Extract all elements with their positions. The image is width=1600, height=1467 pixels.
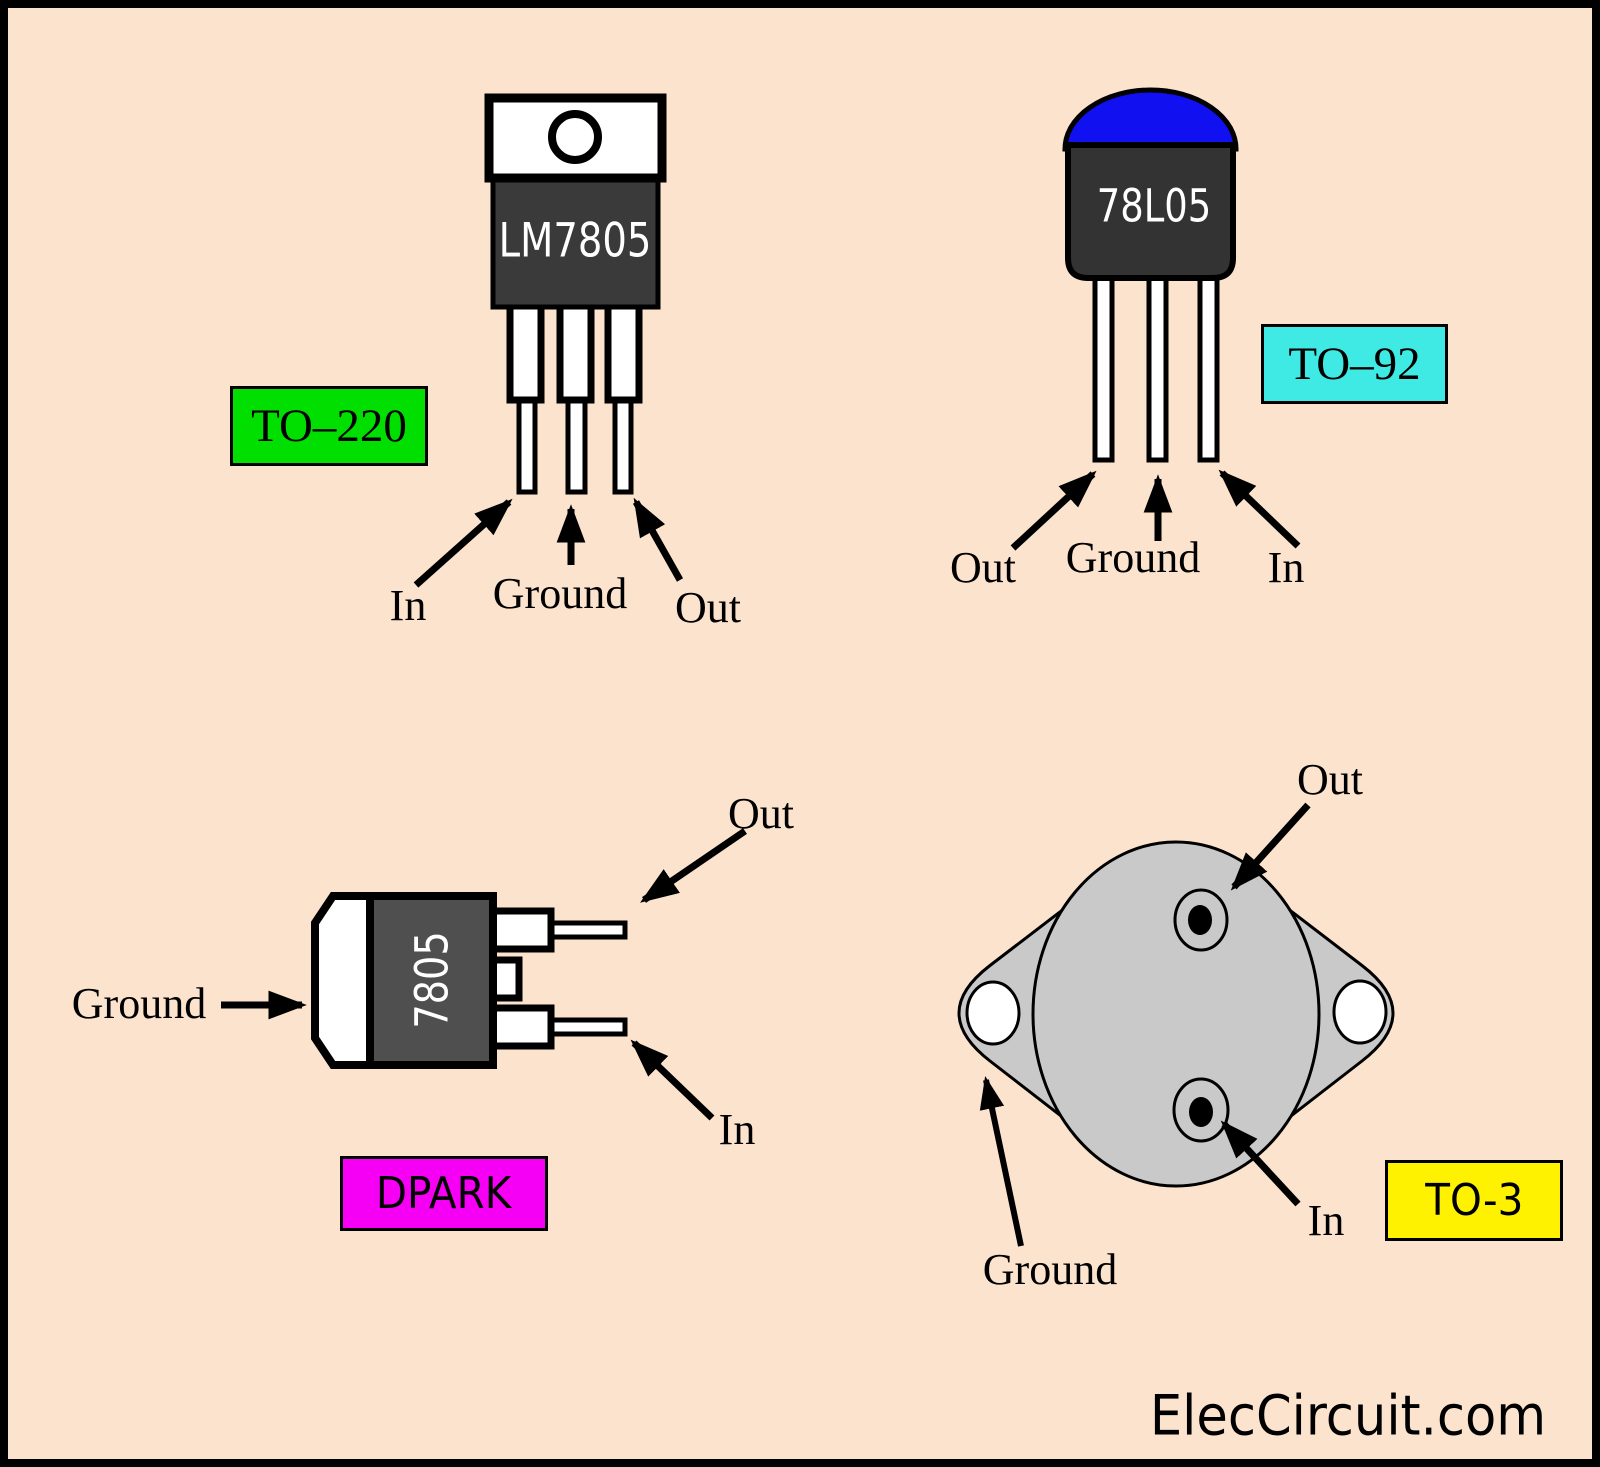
to220-in-arrow [413,498,513,588]
dpark-out-arrow [640,828,747,903]
to92-pin-arrows [1010,469,1301,551]
to220-pin-arrows [413,497,684,588]
to92-dome [1062,87,1239,152]
to92-badge-label: TO–92 [1288,337,1421,390]
to220-body [490,172,661,310]
to3-pin-arrows [979,802,1311,1247]
to220-out-arrow [632,497,684,582]
to220-package-graphic [484,93,667,495]
to3-ground-arrow [979,1075,1024,1247]
packages-drawing [221,87,1395,1247]
to92-legs [1092,273,1220,463]
to3-pin-in-post [1172,1077,1230,1143]
to3-mounting-hole-left [965,980,1021,1046]
to220-pin-label-out: Out [675,583,741,632]
to3-out-arrow [1230,802,1311,891]
to3-pin-out-post [1173,888,1229,952]
to3-mounting-hole-right [1332,979,1388,1045]
dpark-lead-tips [545,920,628,1037]
dpark-marking-text: 7805 [405,931,459,1029]
to92-pin-label-out: Out [950,543,1016,592]
to220-mounting-hole [548,110,602,164]
to92-marking-text: 78L05 [1096,179,1212,233]
to92-badge: TO–92 [1261,324,1448,404]
dpark-lead-roots [489,907,555,1050]
to92-out-arrow [1010,470,1097,551]
dpark-package-graphic [311,892,628,1069]
to220-pin-label-ground: Ground [492,569,628,618]
to92-pin-label-in: In [1267,543,1305,592]
to92-body [1065,142,1236,281]
to92-pin-label-ground: Ground [1065,533,1201,582]
to3-pin-label-ground: Ground [982,1245,1118,1294]
to220-legs-wide [506,301,643,404]
to3-can [1031,840,1321,1188]
to92-package-graphic [1062,87,1239,463]
dpark-badge: DPARK [340,1156,548,1231]
dpark-pin-label-ground: Ground [71,979,207,1028]
to3-package-graphic [957,840,1395,1188]
site-watermark: ElecCircuit.com [1149,1383,1547,1448]
to3-pin-label-out: Out [1297,755,1363,804]
to220-pin-label-in: In [389,581,427,630]
dpark-badge-label: DPARK [376,1167,512,1219]
to220-badge-label: TO–220 [251,399,407,452]
to220-legs-narrow [516,395,634,495]
dpark-ground-tab [311,892,374,1069]
to3-badge: TO-3 [1385,1160,1563,1241]
dpark-pin-arrows [221,828,747,1121]
to3-pin-label-in: In [1307,1196,1345,1245]
dpark-pin-label-out: Out [728,789,794,838]
to3-in-arrow [1220,1120,1301,1207]
dpark-in-arrow [630,1039,715,1121]
dpark-pin-label-in: In [718,1105,756,1154]
to220-badge: TO–220 [230,386,428,466]
to220-marking-text: LM7805 [498,213,652,269]
to92-in-arrow [1218,469,1301,549]
to3-badge-label: TO-3 [1424,1174,1524,1226]
